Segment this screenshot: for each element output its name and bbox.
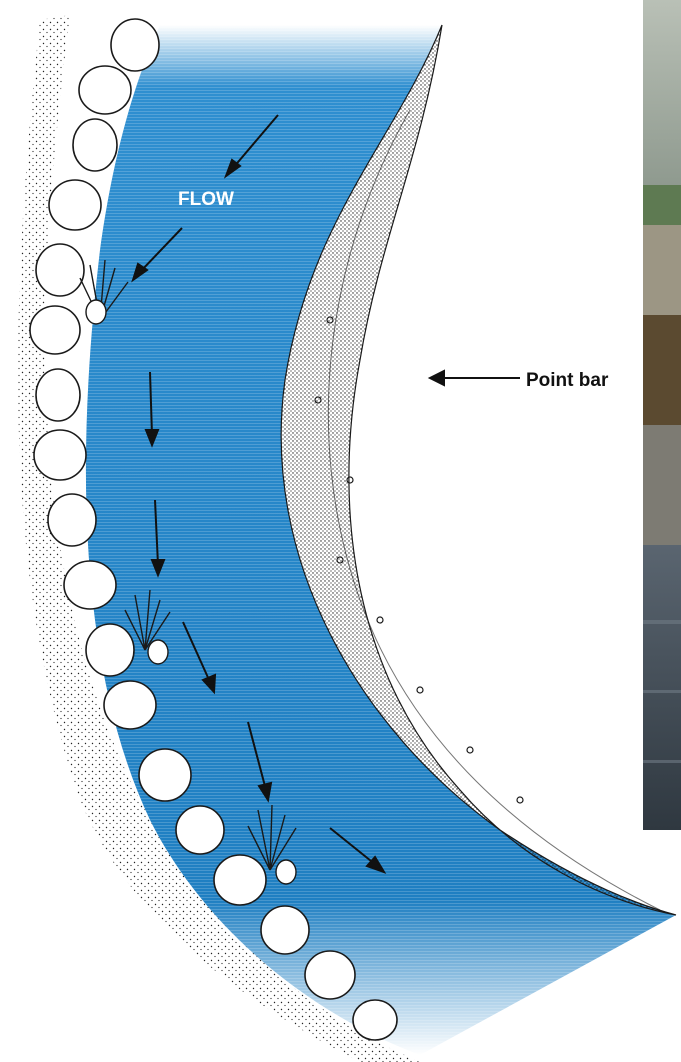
- flow-label: FLOW: [178, 189, 234, 210]
- river-photo: [643, 0, 681, 830]
- point-bar-label: Point bar: [526, 370, 609, 391]
- arrow-left-icon: [430, 371, 520, 385]
